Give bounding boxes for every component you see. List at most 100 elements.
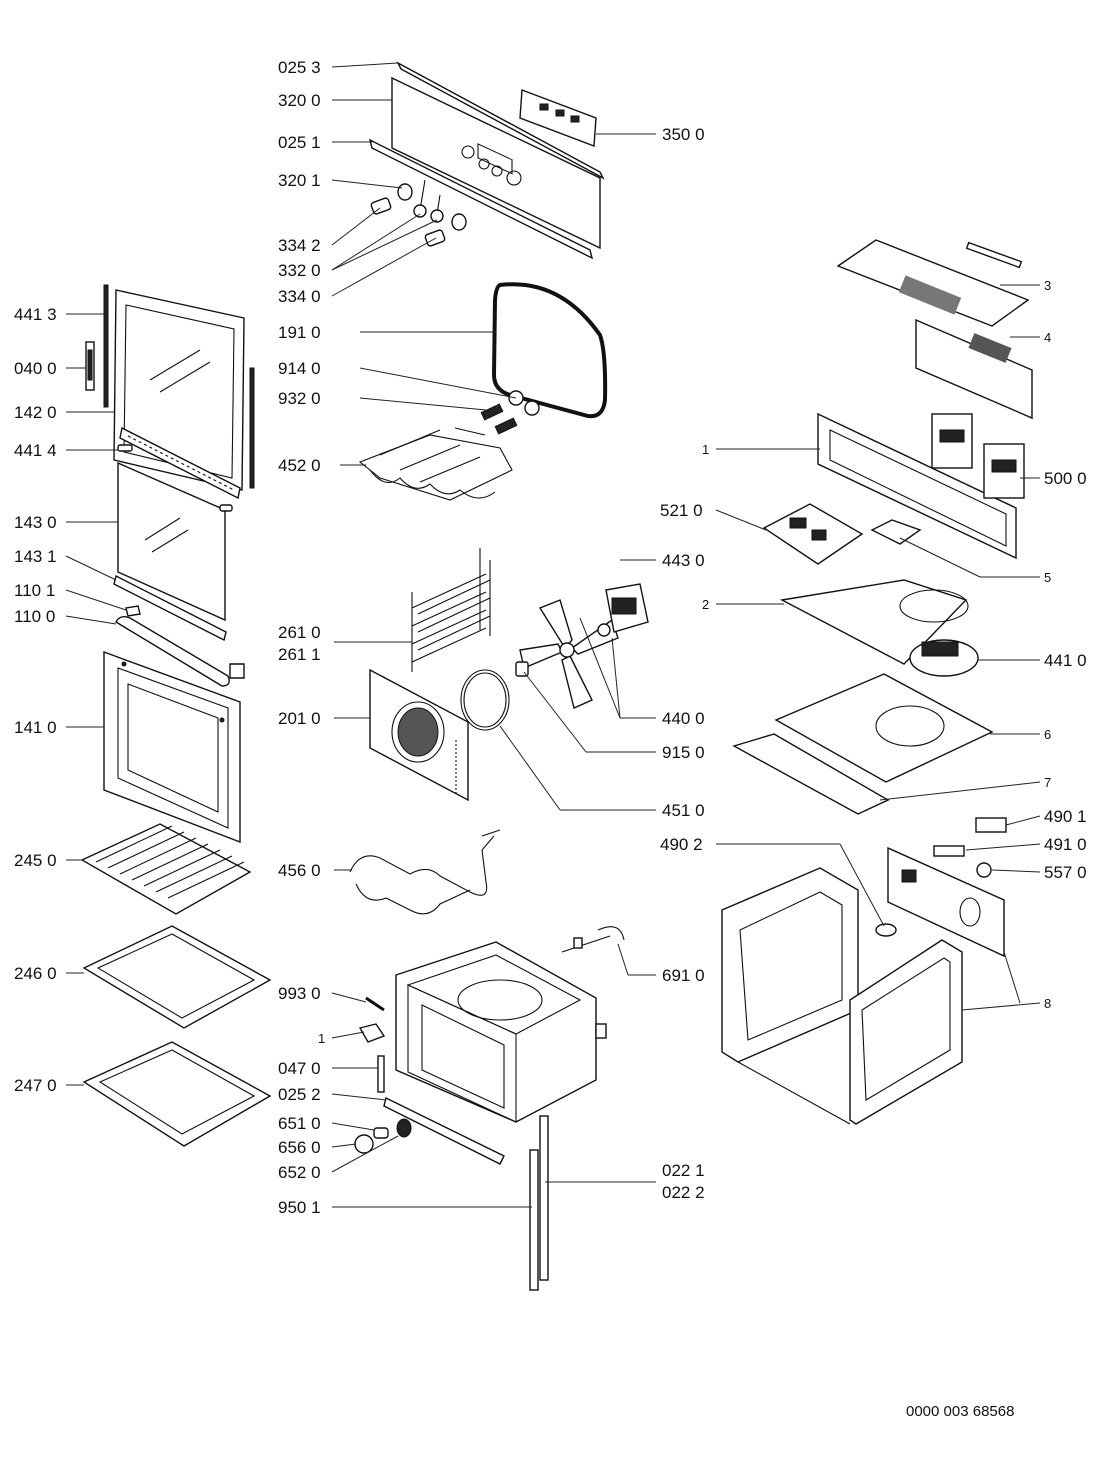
- side-trim-profiles: [529, 1115, 549, 1291]
- door-hinge: [85, 341, 95, 391]
- label-320-1: 320 1: [278, 171, 321, 190]
- control-panel: [391, 76, 601, 250]
- fan-blade: [515, 599, 619, 709]
- oven-door-seal: [491, 282, 608, 419]
- label-652-0: 652 0: [278, 1163, 321, 1182]
- label-332-0: 332 0: [278, 261, 321, 280]
- outer-casing: [721, 867, 963, 1125]
- rear-panel: [887, 846, 1005, 958]
- wire-shelf: [80, 823, 252, 915]
- label-6: 6: [1044, 727, 1051, 742]
- label-915-0: 915 0: [662, 743, 705, 762]
- control-pcb: [762, 503, 864, 565]
- label-7: 7: [1044, 775, 1051, 790]
- label-452-0: 452 0: [278, 456, 321, 475]
- insulation-cover-plate: [774, 673, 994, 783]
- label-2: 2: [702, 597, 709, 612]
- label-022-1: 022 1: [662, 1161, 705, 1180]
- trim-strip-top: [396, 61, 605, 180]
- label-261-1: 261 1: [278, 645, 321, 664]
- top-cover-panel: [836, 239, 1033, 420]
- screw-latch-parts: [358, 996, 386, 1093]
- door-spacer: [117, 444, 133, 452]
- label-141-0: 141 0: [14, 718, 57, 737]
- label-025-1: 025 1: [278, 133, 321, 152]
- label-110-1: 110 1: [14, 581, 55, 600]
- top-heating-element: [358, 427, 513, 501]
- label-441-0: 441 0: [1044, 651, 1087, 670]
- label-334-2: 334 2: [278, 236, 321, 255]
- label-993-0: 993 0: [278, 984, 321, 1003]
- label-491-0: 491 0: [1044, 835, 1087, 854]
- fan-deflector-plate: [779, 579, 969, 665]
- label-490-2: 490 2: [660, 835, 703, 854]
- label-521-0: 521 0: [660, 501, 703, 520]
- side-rack-guides: [411, 548, 491, 672]
- label-451-0: 451 0: [662, 801, 705, 820]
- label-3: 3: [1044, 278, 1051, 293]
- outer-door: [103, 650, 241, 844]
- oven-lamp: [354, 1118, 412, 1154]
- label-143-0: 143 0: [14, 513, 57, 532]
- label-143-1: 143 1: [14, 547, 57, 566]
- thermostat-probe: [561, 926, 625, 953]
- label-040-0: 040 0: [14, 359, 57, 378]
- label-047-0: 047 0: [278, 1059, 321, 1078]
- cable-grommet: [875, 923, 897, 937]
- label-022-2: 022 2: [662, 1183, 705, 1202]
- label-1: 1: [702, 442, 709, 457]
- label-334-0: 334 0: [278, 287, 321, 306]
- oven-cavity: [395, 941, 607, 1123]
- door-glass-pane: [117, 461, 233, 622]
- label-025-3: 025 3: [278, 58, 321, 77]
- leader-lines: [65, 62, 1041, 1208]
- door-handle: [115, 605, 245, 687]
- label-932-0: 932 0: [278, 389, 321, 408]
- label-914-0: 914 0: [278, 359, 321, 378]
- label-025-2: 025 2: [278, 1085, 321, 1104]
- label-443-0: 443 0: [662, 551, 705, 570]
- ring-heating-element: [460, 669, 510, 731]
- door-side-profile: [103, 284, 109, 408]
- label-320-0: 320 0: [278, 91, 321, 110]
- label-441-3: 441 3: [14, 305, 57, 324]
- front-trim-plate: [732, 733, 890, 815]
- display-module: [519, 89, 597, 147]
- label-247-0: 247 0: [14, 1076, 57, 1095]
- label-110-0: 110 0: [14, 607, 55, 626]
- document-code: 0000 003 68568: [906, 1403, 1014, 1420]
- control-housing: [817, 412, 1017, 560]
- baking-tray: [82, 925, 272, 1029]
- label-191-0: 191 0: [278, 323, 321, 342]
- label-245-0: 245 0: [14, 851, 57, 870]
- bottom-heating-element: [349, 829, 501, 915]
- label-557-0: 557 0: [1044, 863, 1087, 882]
- part-labels: 025 3 320 0 025 1 320 1 334 2 332 0 334 …: [14, 58, 1087, 1217]
- label-142-0: 142 0: [14, 403, 57, 422]
- label-691-0: 691 0: [662, 966, 705, 985]
- glass-retainer-strip: [113, 574, 227, 642]
- lamp-parts: [480, 390, 540, 435]
- panel-support-rail: [368, 138, 594, 260]
- label-1-latch: 1: [318, 1031, 325, 1046]
- deep-tray: [82, 1041, 272, 1147]
- door-vent-strip: [119, 426, 241, 500]
- cooling-fan: [909, 639, 979, 677]
- label-441-4: 441 4: [14, 441, 57, 460]
- label-246-0: 246 0: [14, 964, 57, 983]
- label-5: 5: [1044, 570, 1051, 585]
- label-651-0: 651 0: [278, 1114, 321, 1133]
- label-456-0: 456 0: [278, 861, 321, 880]
- fan-motor: [597, 583, 649, 637]
- label-350-0: 350 0: [662, 125, 705, 144]
- mounting-bracket: [870, 519, 922, 545]
- label-440-0: 440 0: [662, 709, 705, 728]
- label-500-0: 500 0: [1044, 469, 1087, 488]
- label-656-0: 656 0: [278, 1138, 321, 1157]
- relay-modules: [931, 413, 1025, 499]
- label-8: 8: [1044, 996, 1051, 1011]
- bottom-trim-rail: [383, 1096, 505, 1165]
- label-4: 4: [1044, 330, 1051, 345]
- label-201-0: 201 0: [278, 709, 321, 728]
